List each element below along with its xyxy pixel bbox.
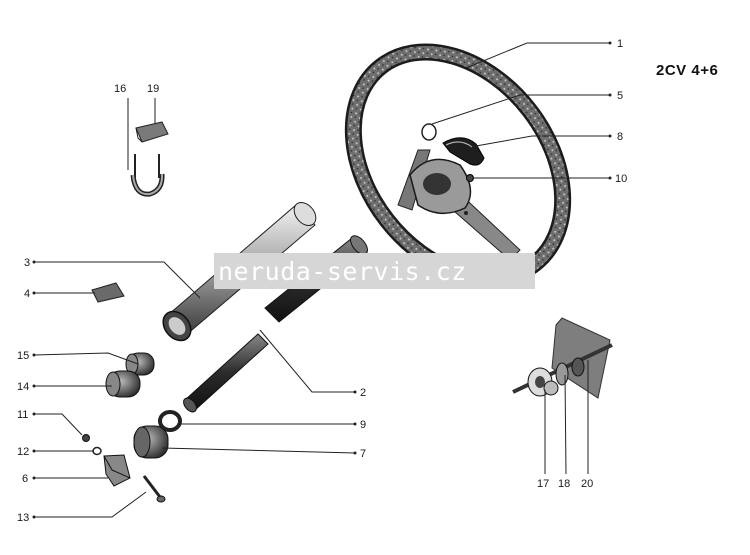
- washer-small-drawing: [92, 446, 102, 456]
- part-label-1: 1: [617, 38, 623, 50]
- part-label-8: 8: [617, 131, 623, 143]
- bearing-sleeve-drawing: [133, 425, 169, 459]
- model-title: 2CV 4+6: [656, 62, 718, 79]
- part-label-16: 16: [114, 83, 126, 95]
- horn-button-drawing: [442, 137, 485, 166]
- part-label-3: 3: [24, 257, 30, 269]
- clamp-block-drawing: [135, 121, 169, 143]
- bushing-drawing: [125, 352, 155, 376]
- part-label-9: 9: [360, 419, 366, 431]
- part-label-2: 2: [360, 387, 366, 399]
- part-labels: 1 5 8 10 16 19 3 4 2 15 14 9 7 11 12 6 1…: [17, 38, 627, 524]
- watermark-text: neruda-servis.cz: [218, 257, 467, 286]
- part-label-18: 18: [558, 478, 570, 490]
- bolt-drawing: [142, 475, 166, 503]
- small-block-drawing: [91, 282, 125, 303]
- part-label-7: 7: [360, 448, 366, 460]
- part-label-11: 11: [17, 409, 28, 421]
- leader-dots: [32, 41, 612, 519]
- part-label-5: 5: [617, 90, 623, 102]
- part-label-14: 14: [17, 381, 29, 393]
- part-label-19: 19: [147, 83, 159, 95]
- nut-drawing: [82, 434, 90, 442]
- leader-lines: [33, 42, 610, 518]
- bushing-large-drawing: [105, 370, 141, 398]
- ring-drawing: [421, 123, 437, 141]
- watermark: neruda-servis.cz: [214, 253, 535, 289]
- bracket-drawing: [103, 454, 131, 487]
- washer-drawing: [158, 410, 182, 432]
- part-label-6: 6: [22, 473, 28, 485]
- part-label-12: 12: [17, 446, 29, 458]
- part-label-20: 20: [581, 478, 593, 490]
- part-label-13: 13: [17, 512, 29, 524]
- part-label-10: 10: [615, 173, 627, 185]
- part-label-17: 17: [537, 478, 549, 490]
- part-label-15: 15: [17, 350, 29, 362]
- u-clamp-drawing: [130, 154, 165, 197]
- part-label-4: 4: [24, 288, 30, 300]
- plate-assembly-drawing: [512, 317, 613, 399]
